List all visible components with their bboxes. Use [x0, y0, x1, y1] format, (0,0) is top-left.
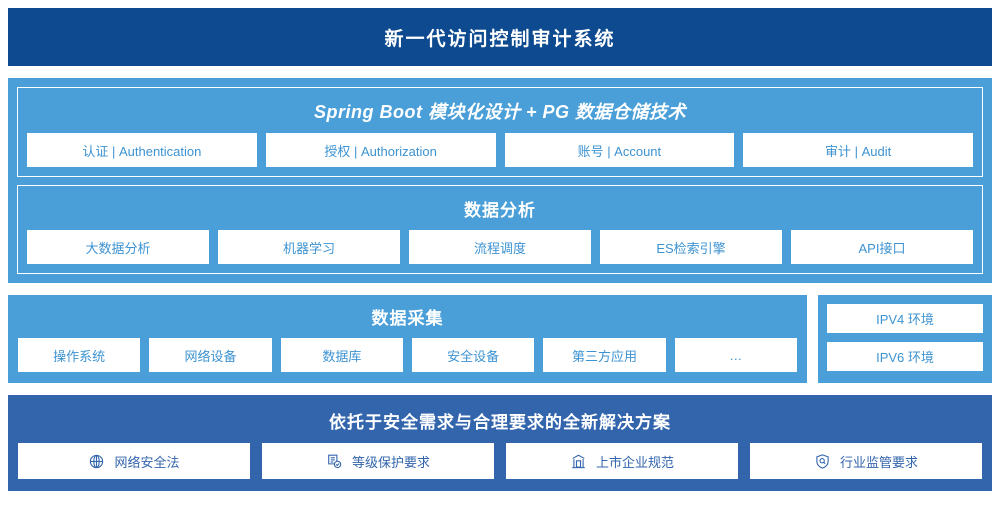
shield-search-icon — [814, 453, 831, 470]
solution-card-cybersecurity-law[interactable]: 网络安全法 — [18, 443, 250, 479]
solution-card-classified-protection[interactable]: 等级保护要求 — [262, 443, 494, 479]
card-label: 网络安全法 — [114, 454, 180, 470]
environment-panel: IPV4 环境 IPV6 环境 — [818, 295, 992, 383]
globe-network-icon — [88, 453, 105, 470]
analysis-card-bigdata[interactable]: 大数据分析 — [27, 230, 209, 264]
card-label: 操作系统 — [53, 348, 106, 364]
solution-panel-title: 依托于安全需求与合理要求的全新解决方案 — [329, 413, 671, 432]
platform-card-authorization[interactable]: 授权 | Authorization — [265, 133, 496, 167]
card-label: 等级保护要求 — [351, 454, 430, 470]
card-label: 账号 | Account — [577, 143, 662, 159]
collect-panel-title: 数据采集 — [371, 309, 444, 328]
collect-panel: 数据采集 操作系统 网络设备 数据库 安全设备 第三方应用 … — [8, 295, 807, 383]
collect-card-more[interactable]: … — [674, 338, 797, 372]
analysis-card-row: 大数据分析 机器学习 流程调度 ES检索引擎 API接口 — [27, 230, 973, 264]
platform-card-row: 认证 | Authentication 授权 | Authorization 账… — [27, 133, 973, 167]
solution-card-industry-regulation[interactable]: 行业监管要求 — [750, 443, 982, 479]
platform-card-account[interactable]: 账号 | Account — [504, 133, 735, 167]
platform-analysis-section: Spring Boot 模块化设计 + PG 数据仓储技术 认证 | Authe… — [8, 78, 992, 283]
analysis-panel-title: 数据分析 — [464, 201, 536, 220]
card-label: 机器学习 — [282, 240, 335, 256]
platform-panel: Spring Boot 模块化设计 + PG 数据仓储技术 认证 | Authe… — [17, 87, 983, 177]
analysis-card-machine-learning[interactable]: 机器学习 — [218, 230, 400, 264]
solution-card-row: 网络安全法 等级保护要求 — [18, 443, 982, 479]
analysis-card-process-scheduling[interactable]: 流程调度 — [409, 230, 591, 264]
card-label: 数据库 — [322, 348, 362, 364]
collection-section: 数据采集 操作系统 网络设备 数据库 安全设备 第三方应用 … — [8, 295, 992, 383]
card-label: API接口 — [858, 240, 906, 256]
card-label: IPV4 环境 — [876, 312, 934, 327]
collect-card-row: 操作系统 网络设备 数据库 安全设备 第三方应用 … — [18, 338, 797, 372]
collect-card-network-device[interactable]: 网络设备 — [149, 338, 272, 372]
card-label: 上市企业规范 — [595, 454, 674, 470]
card-label: 审计 | Audit — [825, 143, 892, 159]
card-label: … — [729, 347, 743, 363]
platform-card-authentication[interactable]: 认证 | Authentication — [27, 133, 257, 167]
analysis-card-es-search-engine[interactable]: ES检索引擎 — [600, 230, 782, 264]
collect-card-third-party-app[interactable]: 第三方应用 — [543, 338, 666, 372]
card-label: 授权 | Authorization — [324, 143, 437, 159]
environment-card-ipv4[interactable]: IPV4 环境 — [827, 304, 983, 333]
collect-card-operating-system[interactable]: 操作系统 — [18, 338, 141, 372]
card-label: IPV6 环境 — [876, 350, 934, 365]
system-header: 新一代访问控制审计系统 — [8, 8, 992, 66]
collect-card-database[interactable]: 数据库 — [280, 338, 403, 372]
document-check-icon — [326, 453, 343, 470]
card-label: 安全设备 — [447, 348, 500, 364]
card-label: 认证 | Authentication — [82, 143, 202, 159]
card-label: 大数据分析 — [85, 240, 151, 256]
solution-panel: 依托于安全需求与合理要求的全新解决方案 网络安全法 — [8, 395, 992, 491]
analysis-card-api-interface[interactable]: API接口 — [791, 230, 973, 264]
card-label: 第三方应用 — [571, 348, 637, 364]
card-label: ES检索引擎 — [656, 240, 726, 256]
collect-card-security-device[interactable]: 安全设备 — [411, 338, 535, 372]
platform-panel-title: Spring Boot 模块化设计 + PG 数据仓储技术 — [313, 102, 686, 122]
platform-card-audit[interactable]: 审计 | Audit — [743, 133, 973, 167]
card-label: 流程调度 — [473, 240, 526, 256]
solution-card-listed-company-standards[interactable]: 上市企业规范 — [506, 443, 738, 479]
page-title: 新一代访问控制审计系统 — [384, 28, 616, 50]
environment-card-ipv6[interactable]: IPV6 环境 — [827, 342, 983, 371]
analysis-panel: 数据分析 大数据分析 机器学习 流程调度 ES检索引擎 API接口 — [17, 185, 983, 274]
card-label: 网络设备 — [184, 348, 237, 364]
bank-building-icon — [570, 453, 587, 470]
card-label: 行业监管要求 — [839, 454, 918, 470]
